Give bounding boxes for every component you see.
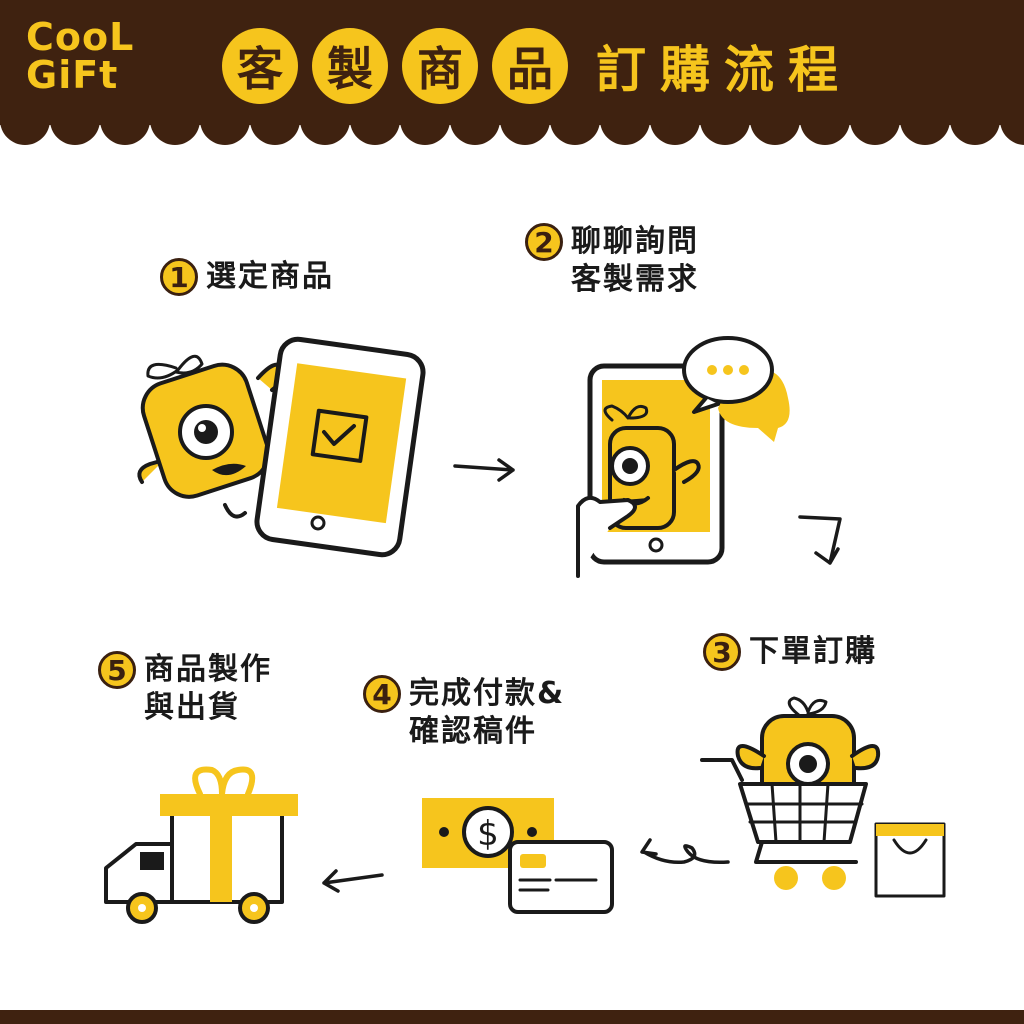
tablet-icon	[254, 336, 426, 558]
step-3-label: 3 下單訂購	[703, 633, 877, 671]
step-text: 下單訂購	[749, 634, 877, 669]
dollar-sign: $	[477, 814, 499, 854]
title-char-circle: 製	[312, 28, 388, 104]
step-number-badge: 5	[98, 651, 136, 689]
step-number-badge: 4	[363, 675, 401, 713]
arrow-down-icon	[798, 515, 842, 565]
step-number-badge: 1	[160, 258, 198, 296]
step-text: 聊聊詢問	[571, 224, 699, 259]
step-text: 商品製作	[144, 652, 272, 687]
phone-icon	[576, 363, 725, 578]
step-2-label: 2 聊聊詢問 客製需求	[525, 223, 699, 299]
shopping-cart-icon	[700, 758, 868, 890]
shopping-bag-icon	[874, 822, 946, 898]
chat-bubble-icon	[682, 336, 790, 442]
title-char-circle: 商	[402, 28, 478, 104]
mascot-icon	[137, 354, 286, 519]
scalloped-banner-bg	[0, 0, 1024, 155]
step-5-label: 5 商品製作 與出貨	[98, 651, 272, 727]
step-text: 完成付款&	[409, 676, 566, 711]
step-number-badge: 3	[703, 633, 741, 671]
title-text: 訂購流程	[596, 41, 852, 99]
step-text: 確認稿件	[409, 714, 537, 749]
step-number-badge: 2	[525, 223, 563, 261]
header-banner: CooL GiFt 客 製 商 品 訂購流程	[0, 0, 1024, 155]
step-text: 選定商品	[206, 259, 334, 294]
delivery-truck-icon	[104, 766, 298, 924]
step-text: 與出貨	[144, 690, 240, 725]
coolgift-logo: CooL GiFt	[26, 15, 135, 97]
step-text: 客製需求	[571, 262, 699, 297]
title-char-circle: 客	[222, 28, 298, 104]
title-char-circle: 品	[492, 28, 568, 104]
arrow-left-icon	[322, 869, 384, 893]
footer-bar	[0, 1010, 1024, 1024]
step-1-label: 1 選定商品	[160, 258, 334, 296]
page-title: 客 製 商 品 訂購流程	[222, 28, 852, 104]
step-4-label: 4 完成付款& 確認稿件	[363, 675, 565, 751]
arrow-right-icon	[453, 458, 515, 482]
curly-arrow-icon	[640, 838, 730, 865]
credit-card-icon	[508, 840, 614, 914]
